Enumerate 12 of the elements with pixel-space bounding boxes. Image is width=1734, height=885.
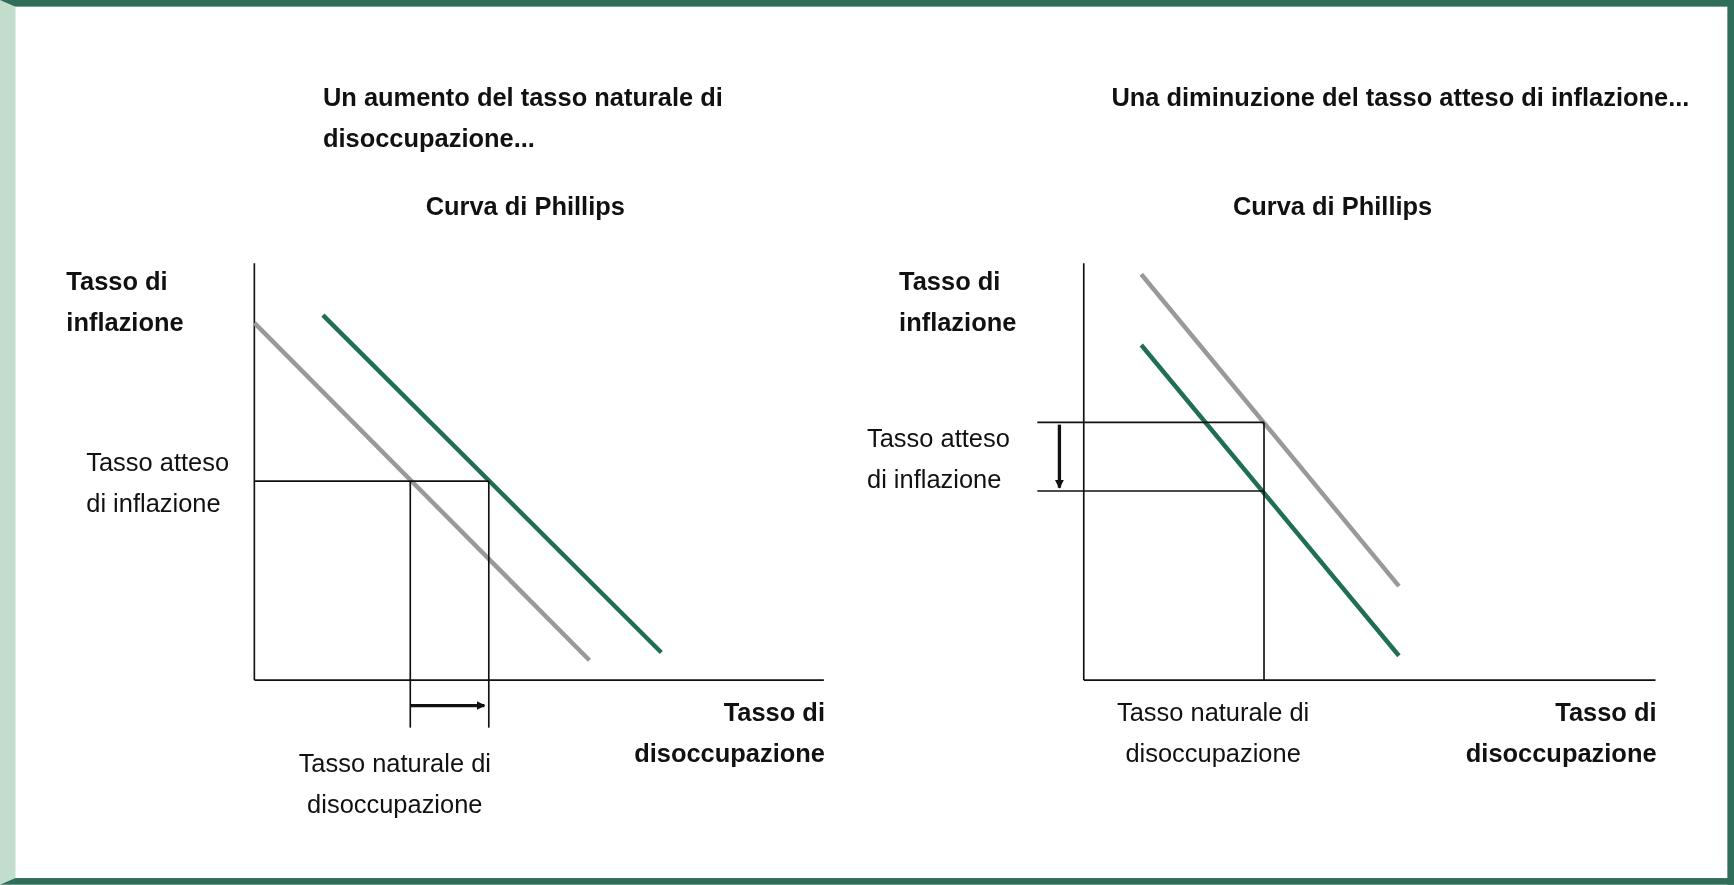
chart-title: Curva di Phillips [424,190,626,223]
chart-title: Curva di Phillips [1231,190,1434,223]
chart-heading: Una diminuzione del tasso atteso di inflazione... [1111,81,1691,114]
axis-label: Tasso di inflazione [66,265,185,339]
axis-annotation: Tasso naturale di disoccupazione [297,747,492,821]
axis-annotation: Tasso atteso di inflazione [86,446,231,520]
axis-annotation: Tasso atteso di inflazione [867,422,1011,496]
axis-label: Tasso di disoccupazione [633,696,825,770]
axis-annotation: Tasso naturale di disoccupazione [1116,696,1311,770]
chart-heading: Un aumento del tasso naturale di disoccupazione... [322,81,724,155]
axis-label: Tasso di inflazione [899,265,1018,339]
axis-label: Tasso di disoccupazione [1464,696,1657,770]
